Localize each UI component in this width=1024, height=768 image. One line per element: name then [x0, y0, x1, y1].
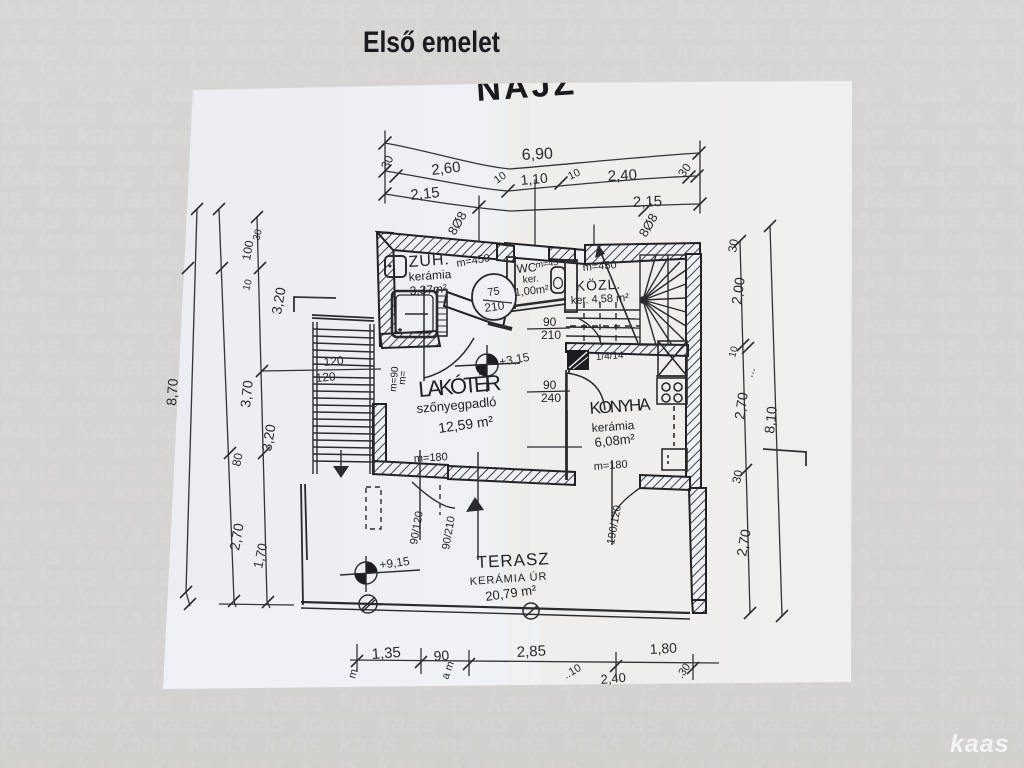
svg-text:10: 10 — [727, 345, 741, 359]
svg-text:2,40: 2,40 — [607, 166, 637, 185]
svg-text:m=180: m=180 — [414, 451, 449, 465]
svg-text:+3,15: +3,15 — [498, 350, 531, 369]
svg-text:30: 30 — [729, 468, 746, 484]
svg-text:m=45: m=45 — [535, 257, 559, 270]
svg-text:8,70: 8,70 — [163, 378, 181, 407]
svg-text:kerámia: kerámia — [591, 418, 635, 435]
svg-text:30: 30 — [251, 228, 265, 242]
svg-text:Első emelet: Első emelet — [363, 26, 500, 59]
svg-text:3,70: 3,70 — [237, 379, 256, 408]
svg-text:a m: a m — [440, 660, 458, 681]
svg-text:1,10: 1,10 — [520, 170, 549, 188]
svg-text:m=: m= — [397, 370, 409, 385]
svg-text:240: 240 — [541, 391, 561, 405]
svg-text:m: m — [346, 668, 360, 680]
svg-text:2,60: 2,60 — [430, 159, 461, 179]
svg-text:12,59 m²: 12,59 m² — [437, 412, 494, 436]
svg-text:90: 90 — [543, 315, 557, 329]
svg-text:210: 210 — [483, 298, 505, 315]
svg-text:75: 75 — [487, 285, 501, 299]
svg-text:2,70: 2,70 — [731, 391, 751, 420]
svg-text:210: 210 — [541, 328, 561, 342]
svg-text:KONYHA: KONYHA — [589, 395, 652, 418]
svg-text:KÖZL.: KÖZL. — [575, 275, 621, 294]
svg-text:10: 10 — [241, 278, 255, 292]
svg-text:30: 30 — [725, 238, 741, 254]
svg-text:m=450: m=450 — [582, 259, 617, 274]
svg-text:120: 120 — [323, 353, 344, 369]
svg-text:KERÁMIA ÚR: KERÁMIA ÚR — [469, 570, 548, 588]
svg-text:90/120: 90/120 — [408, 510, 426, 545]
svg-text:szőnyegpadló: szőnyegpadló — [416, 394, 497, 416]
svg-text:2,15: 2,15 — [633, 193, 663, 211]
svg-text:ZUH.: ZUH. — [408, 251, 450, 271]
svg-text:kerámia: kerámia — [408, 267, 452, 284]
svg-text:ker. 4,58 m²: ker. 4,58 m² — [571, 292, 630, 307]
svg-text:30: 30 — [378, 153, 396, 171]
svg-text:3,20: 3,20 — [258, 423, 279, 453]
svg-text:2,15: 2,15 — [410, 184, 441, 204]
svg-text:1,80: 1,80 — [649, 640, 677, 657]
svg-text:10: 10 — [492, 170, 509, 187]
svg-text:2,85: 2,85 — [516, 642, 546, 661]
svg-text:3,20: 3,20 — [268, 286, 289, 316]
svg-text:2,70: 2,70 — [226, 522, 247, 552]
svg-text:20,79 m²: 20,79 m² — [484, 582, 538, 604]
svg-text:ker.: ker. — [522, 273, 539, 286]
svg-text:m=90: m=90 — [388, 366, 401, 393]
svg-text:m=450: m=450 — [455, 252, 491, 270]
svg-text:2,40: 2,40 — [600, 670, 627, 687]
svg-text:3,37m²: 3,37m² — [409, 281, 447, 298]
svg-text:2,70: 2,70 — [733, 528, 754, 558]
svg-text:90: 90 — [543, 378, 557, 392]
svg-text:TERASZ: TERASZ — [476, 549, 551, 572]
svg-text:90: 90 — [433, 647, 450, 664]
svg-text:6,08m²: 6,08m² — [594, 431, 636, 450]
svg-text:2,00: 2,00 — [728, 276, 748, 305]
svg-text:1,00m²: 1,00m² — [514, 283, 550, 299]
svg-text:6,90: 6,90 — [521, 145, 553, 164]
svg-text:1,70: 1,70 — [250, 542, 270, 570]
svg-text:10: 10 — [566, 167, 582, 183]
svg-text:m=180: m=180 — [593, 459, 628, 473]
svg-text:1/4/14: 1/4/14 — [595, 350, 624, 363]
svg-text:+9,15: +9,15 — [378, 554, 410, 572]
svg-text:WC: WC — [516, 260, 538, 276]
svg-text:80: 80 — [229, 451, 246, 467]
svg-text:8,10: 8,10 — [761, 405, 780, 434]
svg-text:90/210: 90/210 — [440, 515, 458, 550]
svg-text:...: ... — [742, 365, 759, 379]
svg-text:100: 100 — [239, 239, 256, 261]
svg-text:1,35: 1,35 — [371, 644, 401, 663]
